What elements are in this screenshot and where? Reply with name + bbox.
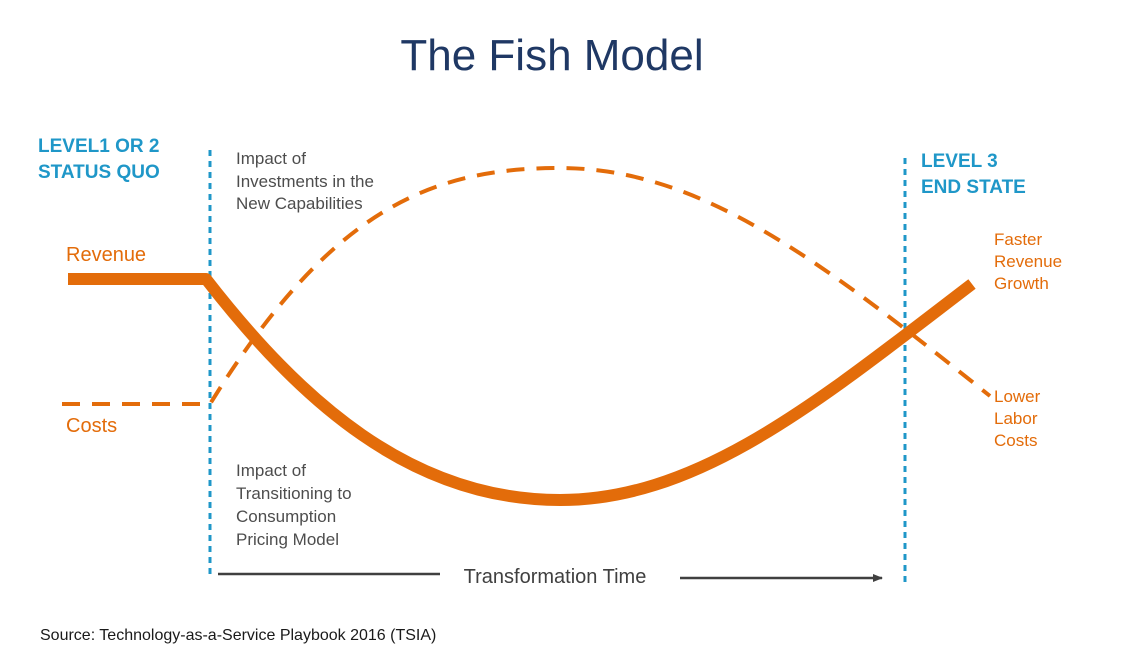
- level-left-line2: STATUS QUO: [38, 162, 160, 183]
- lower-label-line2: Labor: [994, 409, 1038, 428]
- investments-label-line2: Investments in the: [236, 172, 374, 191]
- faster-label-line1: Faster: [994, 230, 1043, 249]
- revenue-curve: [68, 273, 976, 506]
- costs-label: Costs: [66, 415, 117, 437]
- transition-label-line4: Pricing Model: [236, 530, 339, 549]
- transition-label-line2: Transitioning to: [236, 484, 352, 503]
- revenue-label: Revenue: [66, 244, 146, 266]
- faster-label-line2: Revenue: [994, 252, 1062, 271]
- investments-label-line1: Impact of: [236, 149, 306, 168]
- investments-label-line3: New Capabilities: [236, 194, 363, 213]
- level-right-line1: LEVEL 3: [921, 151, 998, 172]
- transition-label-line1: Impact of: [236, 461, 306, 480]
- lower-label-line1: Lower: [994, 387, 1041, 406]
- faster-label-line3: Growth: [994, 274, 1049, 293]
- transition-label-line3: Consumption: [236, 507, 336, 526]
- lower-label-line3: Costs: [994, 431, 1037, 450]
- costs-curve: [62, 165, 992, 406]
- level-right-line2: END STATE: [921, 177, 1026, 198]
- page-title: The Fish Model: [400, 31, 703, 80]
- time-axis-label: Transformation Time: [464, 566, 647, 588]
- level-left-line1: LEVEL1 OR 2: [38, 136, 159, 157]
- source-caption: Source: Technology-as-a-Service Playbook…: [40, 627, 436, 644]
